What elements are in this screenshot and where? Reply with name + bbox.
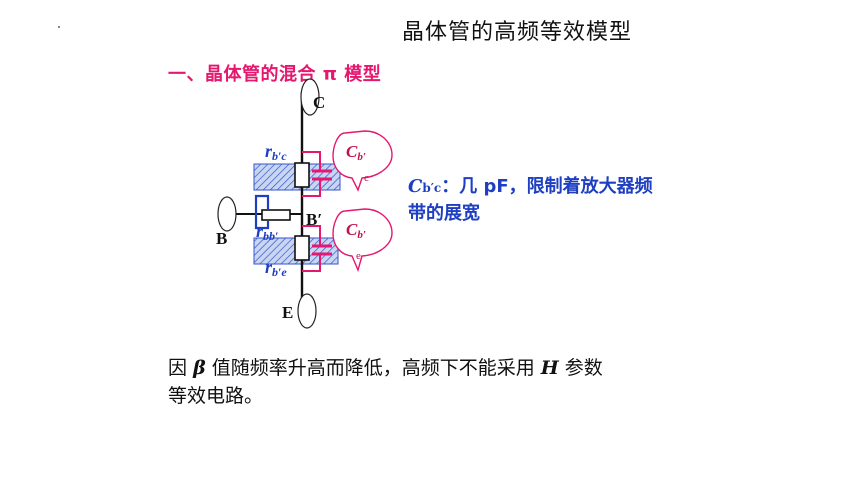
note-line1: ：几 pF，限制着放大器频: [441, 176, 653, 197]
terminal-c: [300, 78, 320, 116]
h-symbol: H: [540, 357, 559, 379]
resistor-rbc: [294, 162, 310, 188]
cbc-note: Cb′c：几 pF，限制着放大器频 带的展宽: [408, 174, 738, 227]
beta-symbol: β: [193, 357, 206, 379]
bottom-statement: 因 β 值随频率升高而降低，高频下不能采用 H 参数 等效电路。: [168, 354, 728, 410]
resistor-rbb: [261, 209, 291, 221]
note-line2: 带的展宽: [408, 203, 480, 224]
label-cbe-sub: e: [356, 250, 361, 262]
label-bprime: B′: [306, 210, 322, 229]
terminal-b: [217, 196, 237, 232]
note-symbol-sub: b′c: [422, 181, 442, 195]
bottom-part3: 参数: [564, 357, 603, 379]
capacitor-cbe: [302, 225, 332, 272]
note-symbol: C: [408, 176, 423, 197]
label-cbe: Cb′: [346, 220, 366, 241]
bottom-part2: 值随频率升高而降低，高频下不能采用: [211, 357, 535, 379]
stray-dot: [58, 26, 60, 28]
bottom-part1: 因: [168, 357, 188, 379]
callout-cbe: [332, 208, 393, 273]
label-e: E: [282, 303, 293, 322]
label-c: C: [313, 93, 325, 112]
slide-title: 晶体管的高频等效模型: [402, 20, 633, 45]
label-cbc: Cb′: [346, 142, 366, 163]
bottom-line2: 等效电路。: [168, 385, 264, 407]
rbb-highlight: [254, 194, 270, 230]
callout-cbc: [332, 130, 393, 192]
resistor-rbe: [294, 235, 310, 261]
label-rbb: rbb′: [256, 221, 278, 243]
label-cbc-sub: c: [364, 172, 369, 184]
section-heading: 一、晶体管的混合 π 模型: [168, 64, 382, 85]
label-rbe: rb′e: [265, 257, 287, 279]
label-b: B: [216, 229, 227, 248]
capacitor-cbc: [302, 151, 332, 197]
label-rbc: rb′c: [265, 141, 287, 163]
terminal-e: [297, 293, 317, 329]
